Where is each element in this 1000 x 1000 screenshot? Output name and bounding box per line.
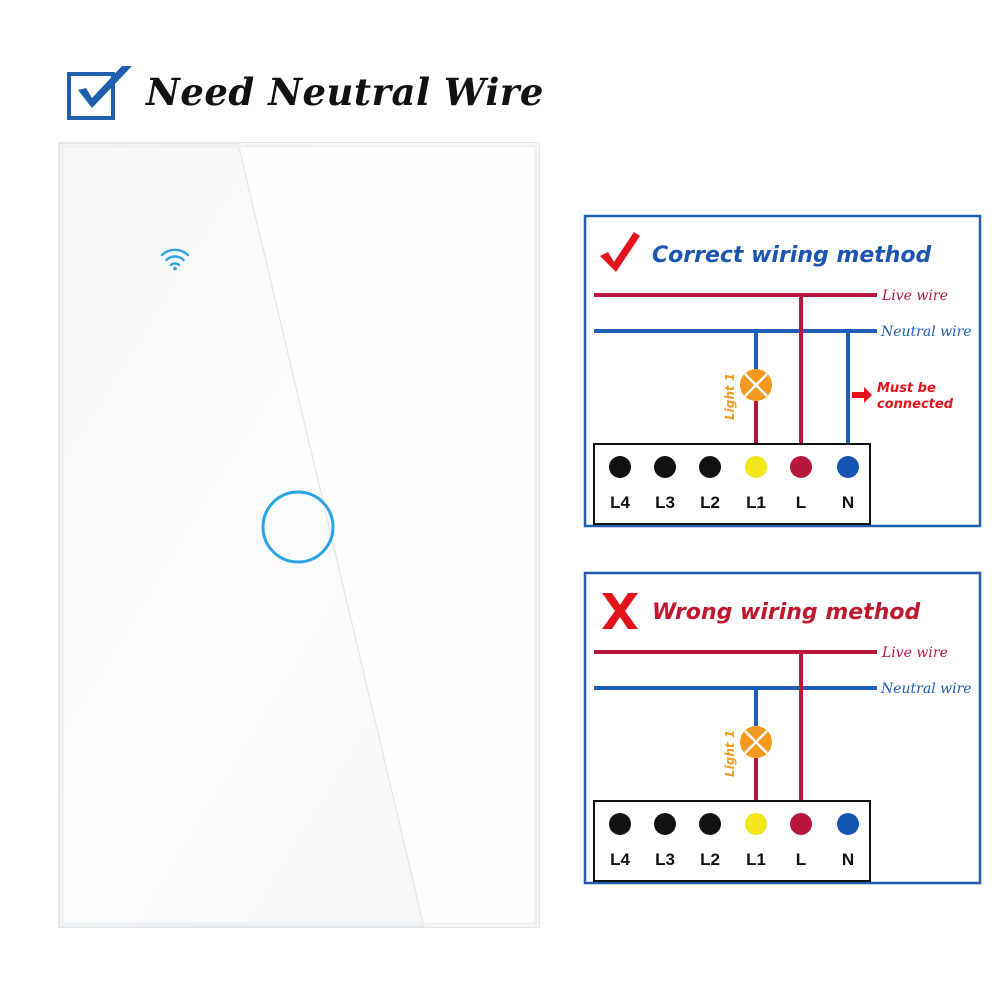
terminal-l4 — [609, 456, 631, 478]
terminal-n — [837, 813, 859, 835]
red-check-icon — [600, 232, 640, 272]
terminal-l4 — [609, 813, 631, 835]
terminal-label-l: L — [796, 850, 806, 869]
terminal-l3 — [654, 813, 676, 835]
red-x-icon — [602, 593, 638, 629]
terminal-label-l1: L1 — [746, 493, 766, 512]
terminal-l2 — [699, 813, 721, 835]
lamp-icon — [740, 726, 772, 758]
page-title: Need Neutral Wire — [146, 70, 544, 114]
smart-switch-panel — [58, 142, 540, 928]
note-line-1: Must be — [877, 381, 936, 396]
terminal-label-l2: L2 — [700, 493, 720, 512]
terminal-l1 — [745, 456, 767, 478]
terminal-label-l3: L3 — [655, 850, 675, 869]
terminal-l1 — [745, 813, 767, 835]
terminal-block — [593, 443, 871, 525]
wifi-icon — [160, 248, 190, 271]
terminal-label-l1: L1 — [746, 850, 766, 869]
terminal-label-l3: L3 — [655, 493, 675, 512]
terminal-label-l4: L4 — [610, 493, 630, 512]
terminal-n — [837, 456, 859, 478]
arrow-right-icon — [852, 387, 872, 403]
terminal-label-n: N — [842, 850, 854, 869]
terminal-l — [790, 813, 812, 835]
lamp-label: Light 1 — [723, 373, 737, 420]
neutral-wire-label: Neutral wire — [880, 324, 972, 340]
terminal-label-l: L — [796, 493, 806, 512]
terminal-label-l4: L4 — [610, 850, 630, 869]
checked-box-icon — [67, 66, 132, 120]
note-line-2: connected — [877, 397, 954, 412]
touch-ring-icon[interactable] — [261, 490, 335, 564]
neutral-wire-label: Neutral wire — [880, 681, 972, 697]
diagram-title: Correct wiring method — [652, 243, 932, 268]
live-wire-label: Live wire — [881, 288, 948, 304]
terminal-block — [593, 800, 871, 882]
terminal-label-l2: L2 — [700, 850, 720, 869]
lamp-label: Light 1 — [723, 730, 737, 777]
terminal-l — [790, 456, 812, 478]
lamp-cross-b — [744, 730, 768, 754]
lamp-icon — [740, 369, 772, 401]
diagram-title: Wrong wiring method — [652, 600, 920, 625]
terminal-l3 — [654, 456, 676, 478]
terminal-label-n: N — [842, 493, 854, 512]
lamp-cross-b — [744, 373, 768, 397]
live-wire-label: Live wire — [881, 645, 948, 661]
terminal-l2 — [699, 456, 721, 478]
